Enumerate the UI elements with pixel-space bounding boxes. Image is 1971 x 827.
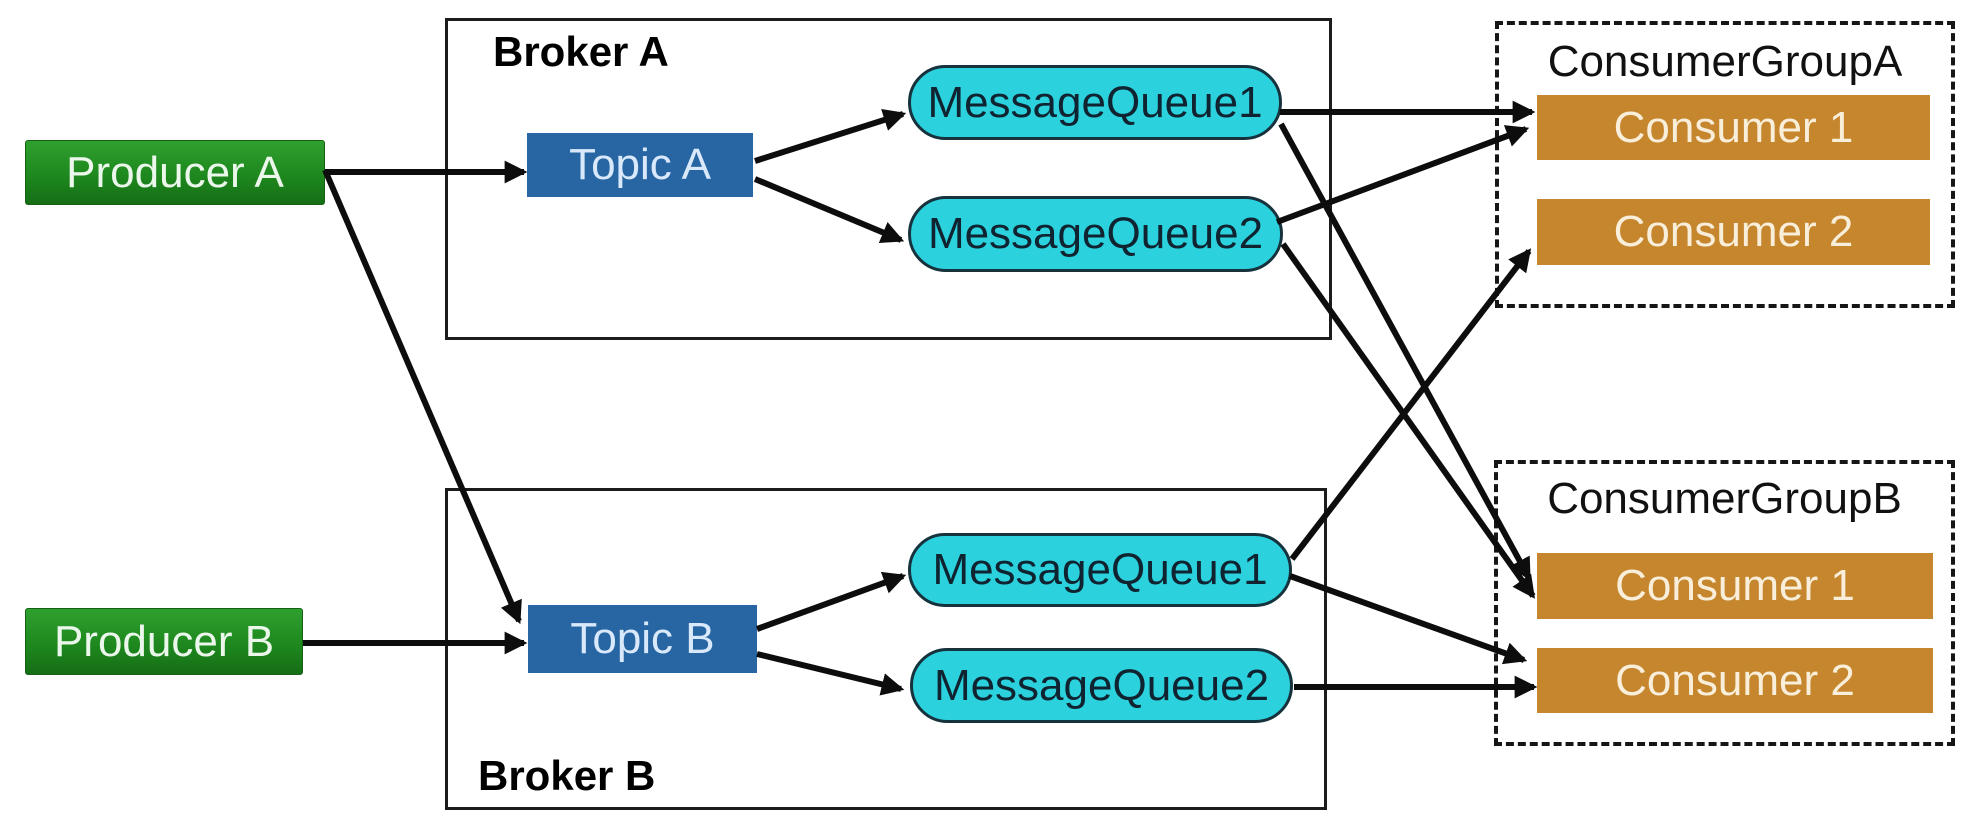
consumer-group-b-container: ConsumerGroupB [1494, 460, 1955, 746]
group-a-consumer-1-node: Consumer 1 [1537, 95, 1930, 160]
topic-a-node: Topic A [527, 133, 753, 197]
consumer-group-a-title: ConsumerGroupA [1547, 37, 1903, 86]
broker-b-messagequeue2-node: MessageQueue2 [910, 648, 1293, 723]
consumer-group-b-title: ConsumerGroupB [1547, 474, 1902, 523]
group-b-consumer-2-node: Consumer 2 [1537, 648, 1933, 713]
broker-b-messagequeue1-node: MessageQueue1 [908, 533, 1292, 607]
producer-a-node: Producer A [25, 140, 325, 205]
group-a-consumer-2-node: Consumer 2 [1537, 199, 1930, 265]
consumer-group-a-container: ConsumerGroupA [1495, 21, 1955, 308]
group-b-consumer-1-node: Consumer 1 [1537, 553, 1933, 619]
broker-b-label: Broker B [478, 752, 656, 799]
broker-a-messagequeue1-node: MessageQueue1 [908, 65, 1282, 140]
producer-b-node: Producer B [25, 608, 303, 675]
broker-a-label: Broker A [493, 28, 669, 75]
topic-b-node: Topic B [528, 605, 757, 673]
broker-a-messagequeue2-node: MessageQueue2 [908, 196, 1283, 272]
